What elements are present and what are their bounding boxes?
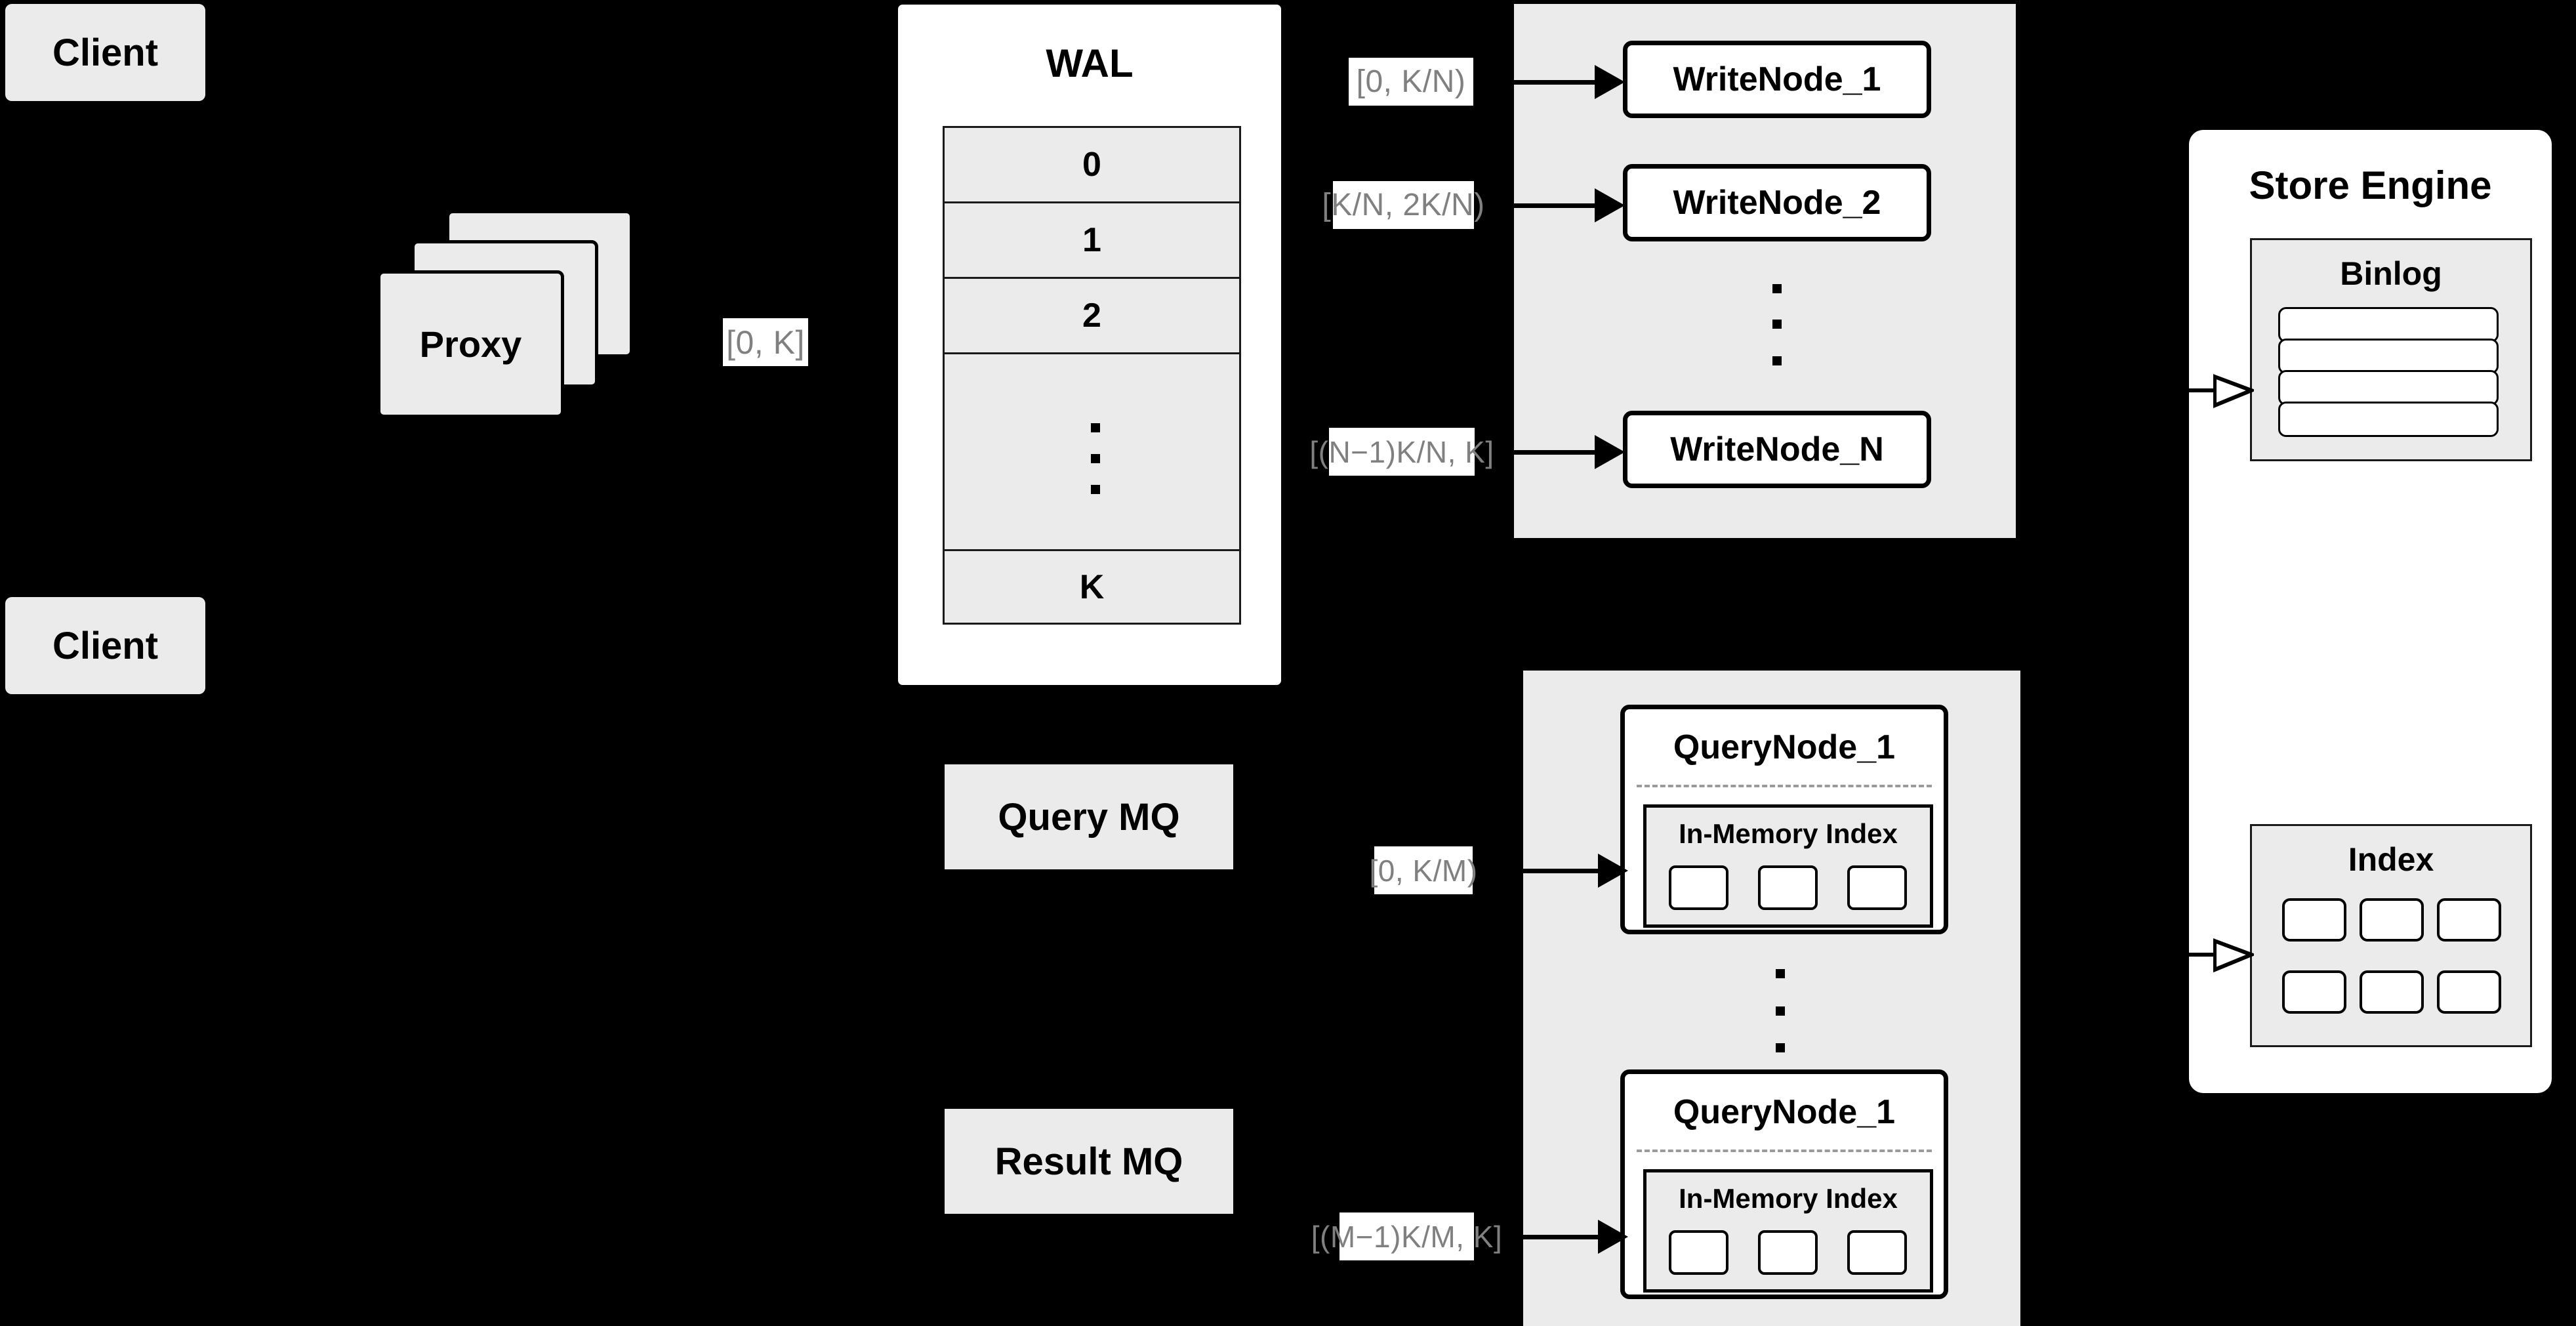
query-node-1-divider [1637, 785, 1932, 787]
query-node-2-index-cell-2[interactable] [1758, 1230, 1818, 1275]
wal-title: WAL [1046, 41, 1134, 85]
arrow-to-write-node-2 [1511, 188, 1625, 223]
query-node-1[interactable]: QueryNode_1 In-Memory Index [1620, 705, 1948, 934]
binlog-panel: Binlog [2250, 238, 2532, 461]
query-node-2-index-cell-1[interactable] [1669, 1230, 1728, 1275]
write-node-2[interactable]: WriteNode_2 [1623, 164, 1931, 241]
query-node-1-index-cell-3[interactable] [1847, 865, 1907, 910]
query-node-1-index-title: In-Memory Index [1679, 818, 1898, 849]
wal-row-ellipsis [943, 352, 1241, 549]
proxy-box[interactable]: Proxy [377, 270, 564, 418]
index-cell-r2c2[interactable] [2360, 970, 2424, 1014]
wal-ellipsis-dot-1 [1091, 423, 1100, 432]
query-node-2-index-cell-3[interactable] [1847, 1230, 1907, 1275]
query-cluster-ellipsis-dot-2 [1776, 1006, 1785, 1016]
index-panel: Index [2250, 824, 2532, 1047]
client-label-1: Client [52, 31, 159, 74]
wal-row-k[interactable]: K [943, 549, 1241, 625]
query-node-2-range-label: [(M−1)K/M, K] [1311, 1212, 1502, 1260]
client-box-2[interactable]: Client [5, 597, 205, 694]
query-node-1-index-cell-2[interactable] [1758, 865, 1818, 910]
write-node-n-range-label: [(N−1)K/N, K] [1309, 428, 1494, 476]
arrow-to-query-node-1 [1511, 853, 1628, 888]
wal-row-0[interactable]: 0 [943, 126, 1241, 201]
proxy-stack[interactable]: Proxy [377, 210, 666, 440]
binlog-row-3[interactable] [2278, 370, 2499, 405]
write-cluster-ellipsis-dot-1 [1772, 284, 1782, 293]
wal-row-2[interactable]: 2 [943, 277, 1241, 352]
result-mq-label: Result MQ [994, 1140, 1183, 1183]
index-title: Index [2348, 841, 2434, 878]
result-mq-box[interactable]: Result MQ [945, 1109, 1233, 1214]
binlog-row-1[interactable] [2278, 307, 2499, 342]
arrow-to-binlog [2184, 373, 2257, 409]
write-cluster-ellipsis-dot-2 [1772, 320, 1782, 329]
wal-ellipsis-dot-2 [1091, 454, 1100, 463]
store-engine-title: Store Engine [2249, 163, 2492, 207]
write-node-1[interactable]: WriteNode_1 [1623, 41, 1931, 118]
write-node-2-range-label: [K/N, 2K/N) [1322, 181, 1484, 229]
query-node-2-divider [1637, 1150, 1932, 1152]
query-node-1-range-label: [0, K/M) [1369, 846, 1477, 894]
index-cell-r2c3[interactable] [2437, 970, 2501, 1014]
write-cluster-ellipsis-dot-3 [1772, 356, 1782, 365]
arrow-to-index [2184, 937, 2257, 974]
query-node-1-inmemory-index: In-Memory Index [1643, 804, 1933, 928]
query-mq-box[interactable]: Query MQ [945, 764, 1233, 869]
query-cluster-panel: QueryNode_1 In-Memory Index QueryNode_1 [1523, 671, 2020, 1326]
client-box-1[interactable]: Client [5, 4, 205, 101]
wal-ellipsis-dot-3 [1091, 485, 1100, 494]
query-node-2-title: QueryNode_1 [1673, 1093, 1896, 1131]
proxy-label: Proxy [419, 323, 522, 365]
query-node-2-inmemory-index: In-Memory Index [1643, 1169, 1933, 1293]
query-node-2[interactable]: QueryNode_1 In-Memory Index [1620, 1069, 1948, 1299]
wal-table: 0 1 2 K [943, 126, 1241, 625]
index-cell-r2c1[interactable] [2282, 970, 2346, 1014]
arrow-to-query-node-2 [1511, 1219, 1628, 1254]
binlog-title: Binlog [2340, 255, 2442, 292]
proxy-range-label: [0, K] [723, 318, 808, 366]
index-cell-r1c1[interactable] [2282, 898, 2346, 942]
binlog-row-4[interactable] [2278, 402, 2499, 437]
store-engine-container: Store Engine Binlog Index [2189, 130, 2552, 1093]
query-node-1-index-cell-1[interactable] [1669, 865, 1728, 910]
write-node-n[interactable]: WriteNode_N [1623, 411, 1931, 488]
query-cluster-ellipsis-dot-3 [1776, 1043, 1785, 1052]
query-node-1-title: QueryNode_1 [1673, 728, 1896, 766]
arrow-to-write-node-1 [1511, 64, 1625, 100]
wal-row-1[interactable]: 1 [943, 201, 1241, 277]
query-node-2-index-title: In-Memory Index [1679, 1183, 1898, 1214]
binlog-row-2[interactable] [2278, 339, 2499, 374]
wal-container: WAL 0 1 2 K [896, 3, 1283, 687]
query-cluster-ellipsis-dot-1 [1776, 969, 1785, 978]
index-cell-r1c3[interactable] [2437, 898, 2501, 942]
write-node-1-range-label: [0, K/N) [1349, 58, 1473, 106]
arrow-to-write-node-n [1511, 434, 1625, 470]
query-mq-label: Query MQ [998, 795, 1180, 839]
index-cell-r1c2[interactable] [2360, 898, 2424, 942]
client-label-2: Client [52, 624, 159, 667]
